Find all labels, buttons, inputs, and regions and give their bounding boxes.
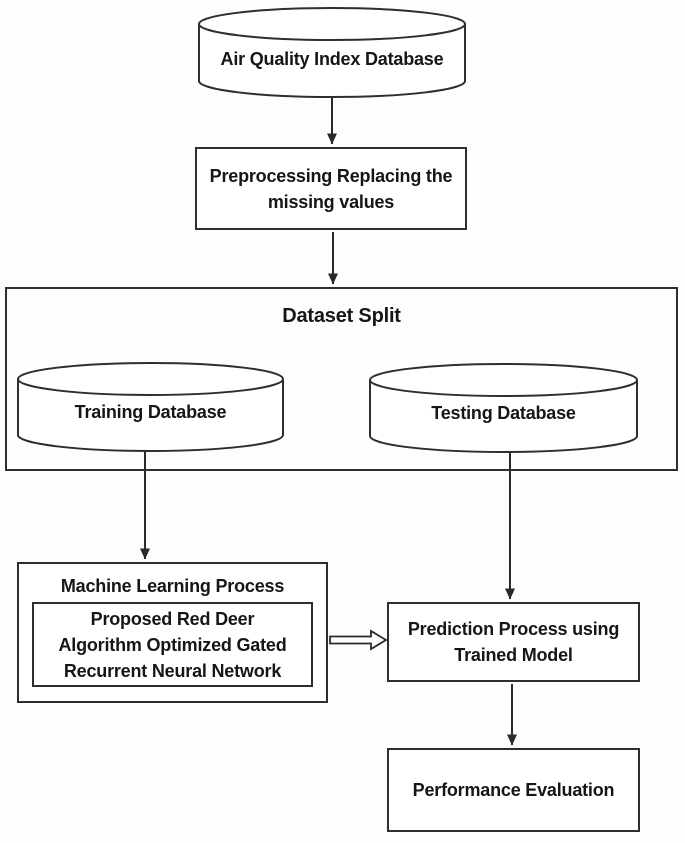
node-aqi-database-label-area: Air Quality Index Database bbox=[199, 40, 465, 78]
ml-process-label: Machine Learning Process bbox=[60, 576, 285, 596]
node-dataset-split: Dataset Split bbox=[5, 287, 678, 471]
node-prediction: Prediction Process using Trained Model bbox=[387, 602, 640, 682]
edge-proposedmodel-to-prediction-hollow-arrow bbox=[329, 629, 388, 651]
node-ml-process: Machine Learning Process Proposed Red De… bbox=[17, 562, 328, 703]
testing-database-label: Testing Database bbox=[431, 403, 576, 423]
training-database-label: Training Database bbox=[74, 402, 227, 422]
cylinder-training-database bbox=[17, 362, 284, 452]
node-testing-database-label-area: Testing Database bbox=[370, 393, 637, 433]
node-training-database-label-area: Training Database bbox=[18, 392, 283, 432]
preprocessing-label: Preprocessing Replacing the missing valu… bbox=[209, 165, 453, 212]
node-preprocessing: Preprocessing Replacing the missing valu… bbox=[195, 147, 467, 230]
cylinder-aqi-database bbox=[198, 7, 466, 98]
cylinder-testing-database bbox=[369, 363, 638, 453]
dataset-split-label: Dataset Split bbox=[282, 305, 401, 327]
proposed-model-label: Proposed Red Deer Algorithm Optimized Ga… bbox=[58, 608, 287, 681]
performance-label: Performance Evaluation bbox=[412, 780, 615, 800]
prediction-label: Prediction Process using Trained Model bbox=[407, 619, 620, 665]
node-proposed-model: Proposed Red Deer Algorithm Optimized Ga… bbox=[32, 602, 313, 687]
aqi-database-label: Air Quality Index Database bbox=[220, 49, 444, 69]
node-performance: Performance Evaluation bbox=[387, 748, 640, 832]
